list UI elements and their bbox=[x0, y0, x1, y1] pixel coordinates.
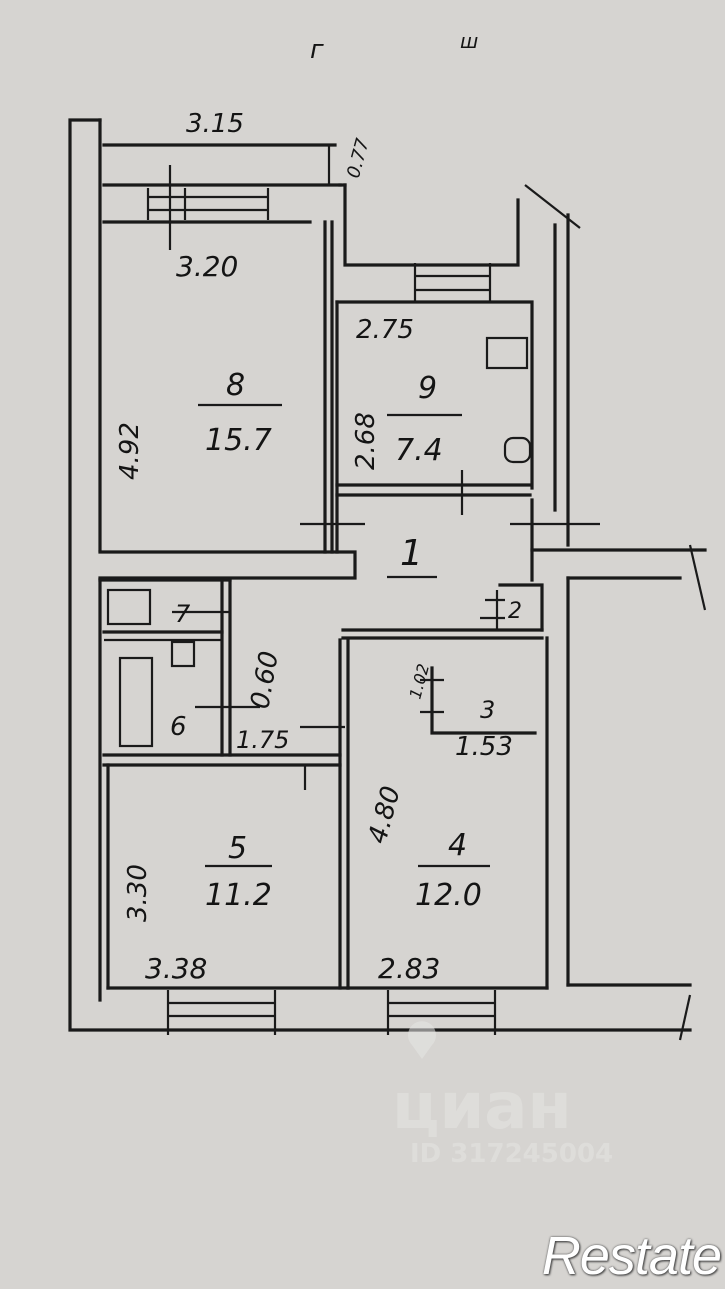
room-3-width: 1.53 bbox=[455, 732, 513, 762]
top-mark-1: г bbox=[310, 35, 324, 65]
window-kitchen bbox=[413, 263, 492, 302]
balcony-width-label: 3.15 bbox=[186, 109, 244, 139]
room-5-area: 11.2 bbox=[205, 878, 272, 913]
room-5-height: 3.30 bbox=[123, 864, 153, 922]
window-balcony bbox=[146, 165, 270, 250]
room-4-height: 4.80 bbox=[363, 783, 407, 847]
room-8-area: 15.7 bbox=[205, 423, 272, 458]
sink-icon bbox=[106, 588, 152, 626]
room-9-area: 7.4 bbox=[395, 433, 443, 468]
top-mark-2: ш bbox=[460, 29, 478, 53]
room-6-7-bathroom: 7 6 0.60 1.75 bbox=[98, 578, 345, 1002]
room-5-number: 5 bbox=[228, 831, 247, 866]
room-9-number: 9 bbox=[418, 371, 437, 406]
room-3-closet: 3 1.53 1.02 bbox=[406, 662, 537, 762]
room-6-number: 6 bbox=[170, 712, 187, 742]
room-7-number: 7 bbox=[175, 600, 191, 628]
bathtub-icon bbox=[118, 656, 154, 748]
room-2-closet: 2 bbox=[480, 583, 544, 632]
room-5: 3.30 5 11.2 3.38 bbox=[106, 638, 350, 990]
room-4-number: 4 bbox=[448, 828, 467, 863]
outer-wall-left-bottom bbox=[68, 118, 692, 1032]
stove-icon bbox=[485, 336, 529, 370]
sink-icon bbox=[503, 436, 532, 464]
room-1-hallway: 1 bbox=[300, 470, 707, 1041]
room-8: 3.20 4.92 8 15.7 bbox=[98, 220, 357, 580]
room-2-number: 2 bbox=[508, 599, 522, 624]
room-9-height: 2.68 bbox=[351, 412, 381, 470]
room-6-width: 1.75 bbox=[236, 726, 289, 754]
cian-watermark: циан ID 317245004 bbox=[392, 1021, 613, 1169]
room-4-area: 12.0 bbox=[415, 878, 482, 913]
map-pin-icon bbox=[408, 1021, 437, 1059]
room-9-width: 2.75 bbox=[356, 315, 414, 345]
room-5-width: 3.38 bbox=[145, 952, 207, 985]
window-room-4 bbox=[386, 990, 497, 1035]
room-3-depth: 1.02 bbox=[406, 662, 434, 701]
restate-logo: Restate bbox=[541, 1226, 722, 1286]
room-8-number: 8 bbox=[226, 368, 245, 403]
room-4: 4.80 4 12.0 2.83 bbox=[346, 636, 549, 990]
window-room-5 bbox=[166, 990, 277, 1035]
balcony-depth-label: 0.77 bbox=[343, 136, 374, 181]
room-1-number: 1 bbox=[400, 533, 423, 574]
room-9: 2.75 2.68 9 7.4 bbox=[335, 300, 534, 554]
room-8-height: 4.92 bbox=[115, 422, 145, 480]
room-4-width: 2.83 bbox=[378, 952, 440, 985]
room-8-width: 3.20 bbox=[176, 250, 238, 283]
room-7-length: 0.60 bbox=[245, 649, 285, 711]
room-3-number: 3 bbox=[480, 696, 495, 724]
watermark-id: ID 317245004 bbox=[410, 1139, 613, 1169]
watermark-brand: циан bbox=[392, 1070, 572, 1144]
toilet-icon bbox=[170, 640, 196, 668]
